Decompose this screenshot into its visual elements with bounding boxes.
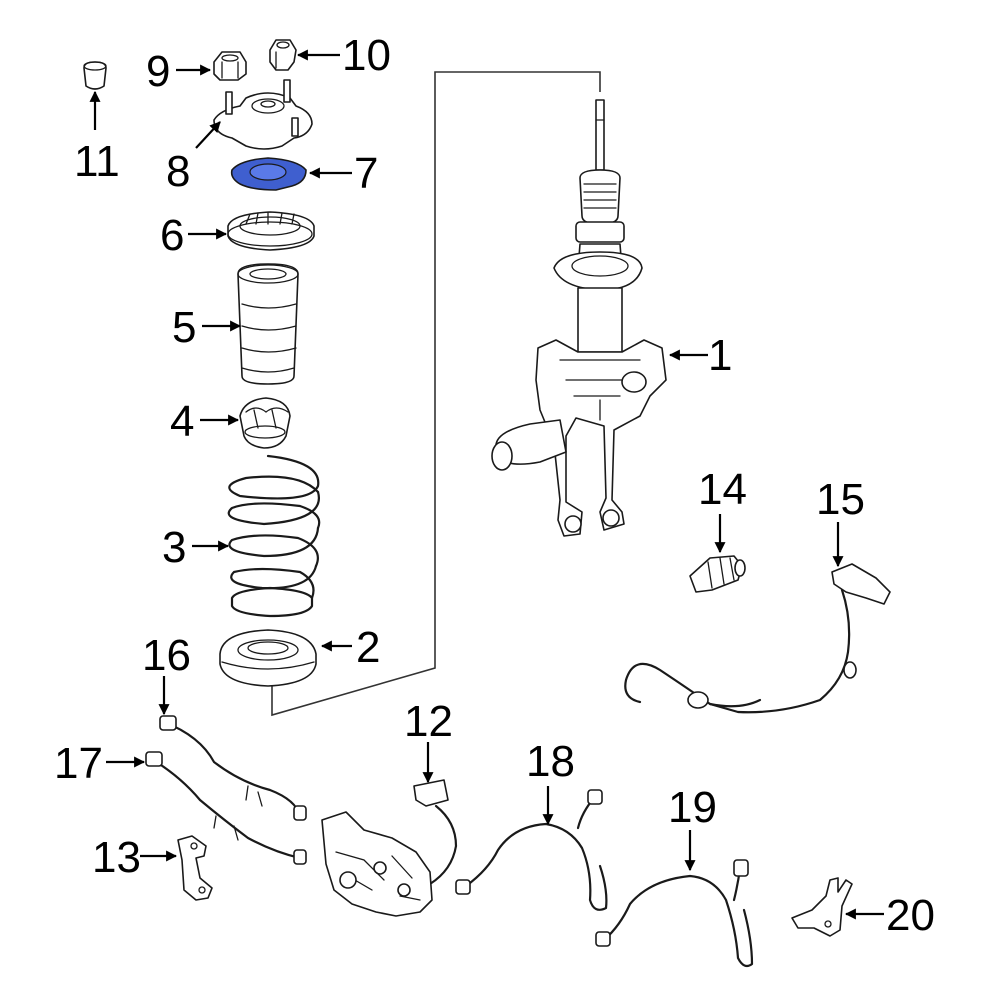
callout-8[interactable]: 8 [166,147,190,196]
callout-18[interactable]: 18 [526,737,575,786]
part-19-harness[interactable] [595,859,754,968]
part-1-strut-assembly[interactable] [491,99,667,537]
part-2-lower-seat[interactable] [219,629,317,687]
leader-arrows [89,49,884,920]
part-13-bracket[interactable] [177,835,213,901]
part-16-harness[interactable] [159,715,307,821]
callout-16[interactable]: 16 [142,631,191,680]
callout-9[interactable]: 9 [146,47,170,96]
part-4-bump-stop[interactable] [239,397,291,449]
part-15-wire-harness[interactable] [624,563,891,714]
callout-3[interactable]: 3 [162,523,186,572]
callout-10[interactable]: 10 [342,31,391,80]
part-8-strut-mount[interactable] [213,79,313,150]
callout-12[interactable]: 12 [404,697,453,746]
part-18-harness[interactable] [455,789,608,911]
part-9-nut[interactable] [213,51,247,81]
callout-labels: 1 2 3 4 5 6 7 8 9 10 11 12 13 14 15 16 1… [54,31,935,940]
part-11-cap[interactable] [83,61,107,90]
leader-8 [195,121,221,149]
part-10-nut[interactable] [269,39,297,71]
part-17-harness[interactable] [145,751,307,865]
callout-1[interactable]: 1 [708,331,732,380]
callout-15[interactable]: 15 [816,475,865,524]
callout-20[interactable]: 20 [886,891,935,940]
part-6-spring-seat[interactable] [227,211,315,251]
callout-5[interactable]: 5 [172,303,196,352]
part-12-sensor-assembly[interactable] [321,779,458,917]
callout-2[interactable]: 2 [356,623,380,672]
assembly-bracket-line [271,71,601,717]
callout-19[interactable]: 19 [668,783,717,832]
part-7-insulator[interactable] [230,157,307,191]
callout-14[interactable]: 14 [698,465,747,514]
callout-11[interactable]: 11 [74,137,120,186]
part-3-coil-spring[interactable] [227,454,321,618]
callout-4[interactable]: 4 [170,397,194,446]
callout-6[interactable]: 6 [160,211,184,260]
part-20-bracket[interactable] [791,877,853,937]
part-14-sensor[interactable] [689,555,746,593]
callout-17[interactable]: 17 [54,739,103,788]
part-5-dust-boot[interactable] [237,263,299,385]
callout-7[interactable]: 7 [354,149,378,198]
callout-13[interactable]: 13 [92,833,141,882]
